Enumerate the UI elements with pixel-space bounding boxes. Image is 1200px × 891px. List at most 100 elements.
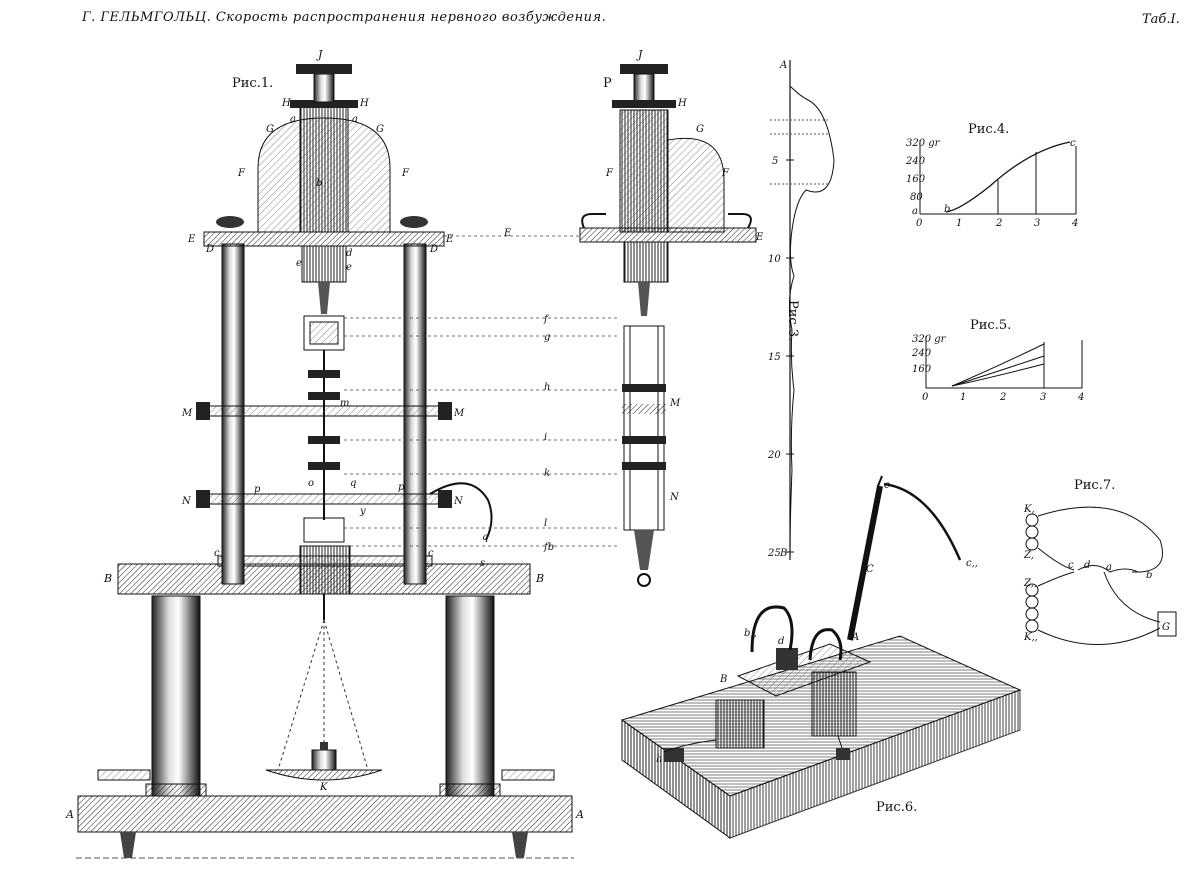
fig4-ytick-240: 240 — [905, 156, 926, 167]
label-d-small: d — [346, 248, 352, 259]
guide-label-i: i — [544, 432, 547, 443]
fig3-tick-25: 25 — [767, 548, 781, 559]
base-screws — [120, 832, 528, 858]
label-d-right: D — [429, 244, 438, 255]
label-f-left: F — [237, 168, 246, 179]
label-q-upper: q — [350, 478, 356, 489]
fig5-ytick-240: 240 — [911, 348, 932, 359]
screw-head-j — [296, 64, 352, 74]
label-b-left: B — [103, 572, 112, 585]
label-n-right: N — [453, 496, 464, 507]
fig5-ytick-160: 160 — [912, 364, 932, 375]
fig2-label-f-left: F — [605, 168, 614, 179]
fig5-xtick-3: 3 — [1040, 392, 1046, 403]
label-a-base-left: A — [65, 808, 74, 821]
fig5-ymax: 320 gr — [912, 334, 947, 345]
label-s: s — [480, 558, 485, 569]
fig7-label-b: b — [1146, 570, 1152, 581]
fig7-label-k1: K, — [1023, 504, 1035, 515]
fig7-label-z1: Z, — [1023, 550, 1034, 561]
fig7-label-g: G — [1162, 622, 1170, 633]
guide-label-e: E — [503, 228, 512, 239]
label-e-left: E — [187, 234, 196, 245]
lower-column-right — [446, 596, 494, 796]
label-d-left: D — [205, 244, 214, 255]
label-h-left: H — [281, 98, 291, 109]
fig6-label-d: d — [778, 636, 784, 647]
fig6-label-h: h — [656, 754, 662, 765]
fig3-tick-5: 5 — [772, 156, 778, 167]
lower-column-left — [152, 596, 200, 796]
label-j: J — [316, 48, 323, 61]
label-q-lower: q — [482, 532, 488, 543]
fig7-circuit: K, Z, Z,, K,, c d a b G — [1023, 504, 1176, 645]
fig7-label-d: d — [1084, 560, 1090, 571]
label-h-right: H — [359, 98, 369, 109]
fig7-label-a: a — [1106, 562, 1112, 573]
fig2-label-g: G — [696, 124, 704, 135]
label-e-small-right: e — [346, 262, 352, 273]
fig6-label-c: c — [884, 480, 890, 491]
fig6-label-cc: c,, — [966, 558, 978, 569]
label-n-left: N — [181, 496, 192, 507]
label-a-base-right: A — [575, 808, 584, 821]
fig4-xtick-4: 4 — [1071, 218, 1078, 229]
fig7-label-k2: K,, — [1023, 632, 1038, 643]
fig6-apparatus: A B C c c,, d b,, h — [622, 476, 1020, 838]
fig4-xtick-2: 2 — [995, 218, 1002, 229]
guide-label-f: f — [543, 314, 550, 325]
label-f-right: F — [401, 168, 410, 179]
fig4-ytick-160: 160 — [906, 174, 926, 185]
fig4-point-a: a — [912, 206, 918, 217]
fig2-label-n: N — [669, 492, 680, 503]
fig4-point-c: c — [1070, 138, 1076, 149]
fig2-label-h: H — [677, 98, 687, 109]
crossbar-m — [204, 406, 444, 416]
guide-label-fb: fb — [543, 542, 554, 553]
fig4-ymax: 320 gr — [906, 138, 941, 149]
fig7-label-z2: Z,, — [1023, 578, 1037, 589]
label-c-left: c — [214, 548, 220, 559]
fig4-ytick-80: 80 — [910, 192, 923, 203]
fig4-xtick-1: 1 — [956, 218, 962, 229]
label-m-left: M — [181, 408, 193, 419]
fig5-graph: 320 gr 240 160 0 1 2 3 4 — [911, 334, 1084, 403]
fig1-apparatus: J H H G G a a F F E E D D d e e b m M M … — [65, 48, 584, 858]
label-g-right: G — [376, 124, 384, 135]
fig4-graph: 320 gr 240 160 80 0 1 2 3 4 c a b — [905, 138, 1078, 229]
fig5-xtick-1: 1 — [960, 392, 966, 403]
fig5-xtick-2: 2 — [999, 392, 1006, 403]
label-m-right: M — [453, 408, 465, 419]
label-m-small: m — [340, 398, 349, 409]
fig2-label-j: J — [636, 48, 643, 61]
scale-pan — [266, 770, 382, 780]
fig3-tick-10: 10 — [768, 254, 781, 265]
label-g-left: G — [266, 124, 274, 135]
label-p-left: p — [254, 484, 261, 495]
guide-label-k: k — [544, 468, 550, 479]
fig6-label-a: A — [851, 632, 859, 643]
guide-label-g: g — [544, 332, 550, 343]
fig4-xtick-3: 3 — [1034, 218, 1040, 229]
guide-label-h: h — [544, 382, 550, 393]
label-a-right: a — [352, 114, 358, 125]
label-p-right: p — [398, 482, 405, 493]
fig6-label-c-big: C — [866, 564, 874, 575]
plate-e — [204, 232, 444, 246]
fig2-label-f-right: F — [721, 168, 730, 179]
label-c-right: c — [428, 548, 434, 559]
label-y: y — [359, 506, 366, 517]
fig3-tick-15: 15 — [768, 352, 781, 363]
fig2-label-m: M — [669, 398, 681, 409]
fig7-label-c: c — [1068, 560, 1074, 571]
label-o: o — [308, 478, 314, 489]
label-e-small-left: e — [296, 258, 302, 269]
fig3-tick-20: 20 — [767, 450, 781, 461]
fig4-point-b: b — [944, 204, 950, 215]
label-b-right: B — [535, 572, 544, 585]
fig3-curve: A B 5 10 15 20 25 — [767, 60, 834, 560]
fig5-xtick-4: 4 — [1077, 392, 1084, 403]
label-a-left: a — [290, 114, 296, 125]
fig2-section: J H G F F E M N — [580, 48, 764, 586]
